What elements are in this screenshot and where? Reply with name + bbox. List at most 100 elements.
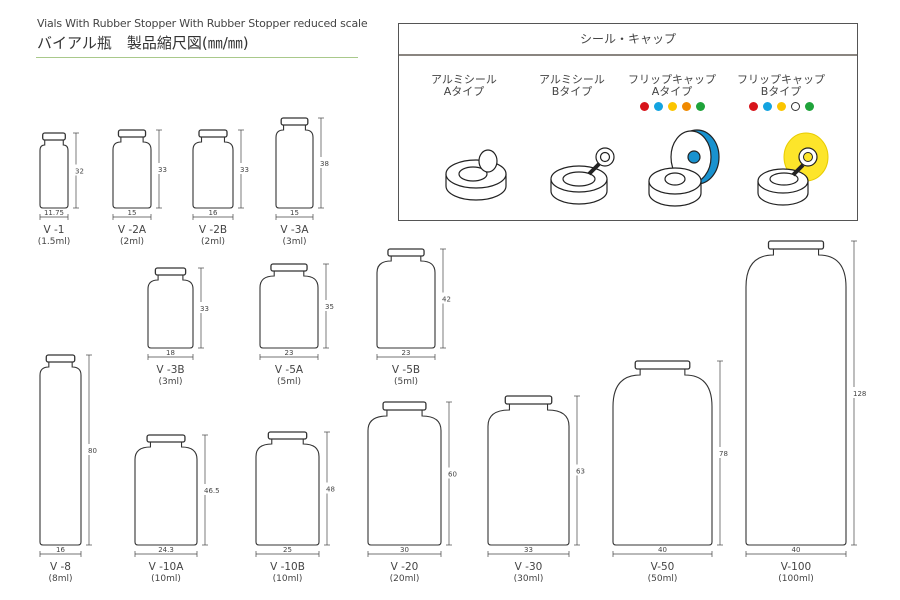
vial-name: V-100	[781, 561, 811, 573]
vial-cap	[387, 248, 425, 257]
vial-body	[192, 137, 234, 209]
vial-name: V -5A	[275, 364, 304, 376]
vial-volume: (8ml)	[48, 574, 72, 584]
vial-cap	[45, 354, 76, 363]
label-bg	[197, 302, 213, 313]
vial-cap	[767, 240, 825, 250]
aluminum-seal-b-icon	[550, 147, 615, 205]
vial-volume: (10ml)	[151, 574, 181, 584]
cap-label-line2: Bタイプ	[551, 85, 593, 98]
vial-volume: (1.5ml)	[38, 237, 71, 247]
width-label: 16	[209, 209, 218, 217]
vial-body	[487, 404, 570, 546]
flip-cap-b-icon	[757, 132, 829, 206]
vial-body	[745, 249, 847, 546]
color-swatch	[776, 102, 786, 111]
vial-volume: (3ml)	[282, 237, 306, 247]
vial-body	[112, 137, 152, 209]
cap-label-line2: Aタイプ	[443, 85, 485, 98]
width-label: 18	[166, 349, 175, 357]
vial-volume: (50ml)	[648, 574, 678, 584]
title-divider	[36, 57, 358, 58]
label-bg	[85, 444, 101, 455]
vial-body	[39, 140, 69, 209]
vial-body	[39, 362, 82, 546]
label-bg	[237, 163, 253, 174]
vial-cap	[634, 360, 691, 370]
vial-volume: (100ml)	[778, 574, 813, 584]
vial-name: V -30	[515, 561, 543, 573]
height-label: 33	[200, 305, 209, 313]
vial-cap	[504, 395, 553, 405]
cap-label-line2: Bタイプ	[760, 85, 802, 98]
cap-label-line1: フリップキャップ	[628, 73, 716, 86]
height-label: 128	[853, 390, 866, 398]
vial-volume: (30ml)	[514, 574, 544, 584]
vial-volume: (2ml)	[120, 237, 144, 247]
vial-volume: (2ml)	[201, 237, 225, 247]
height-label: 46.5	[204, 487, 220, 495]
width-label: 11.75	[44, 209, 64, 217]
vial-body	[134, 442, 198, 546]
vial-name: V -2A	[118, 224, 147, 236]
height-label: 48	[326, 486, 335, 494]
width-label: 15	[128, 209, 137, 217]
vial-name: V -3A	[280, 224, 309, 236]
color-swatch	[748, 102, 758, 111]
width-label: 23	[402, 349, 411, 357]
width-label: 30	[400, 546, 409, 554]
cap-label-line1: アルミシール	[431, 73, 497, 86]
vial-body	[612, 369, 713, 546]
cap-label-line1: フリップキャップ	[737, 73, 825, 86]
width-label: 15	[290, 209, 299, 217]
height-label: 80	[88, 447, 97, 455]
vial-name: V -2B	[199, 224, 227, 236]
label-bg	[322, 300, 338, 311]
color-swatch	[790, 102, 800, 111]
width-label: 25	[283, 546, 292, 554]
label-bg	[323, 482, 339, 494]
vial-cap	[267, 431, 308, 440]
height-label: 38	[320, 160, 329, 168]
vial-volume: (20ml)	[390, 574, 420, 584]
vial-cap	[270, 263, 308, 272]
height-label: 78	[719, 450, 728, 458]
vial-name: V -8	[50, 561, 71, 573]
cap-label-line1: アルミシール	[539, 73, 605, 86]
label-bg	[155, 163, 171, 174]
height-label: 32	[75, 168, 84, 176]
height-label: 33	[158, 166, 167, 174]
vial-cap	[198, 129, 228, 138]
label-bg	[439, 292, 455, 304]
width-label: 33	[524, 546, 533, 554]
vial-volume: (3ml)	[158, 377, 182, 387]
color-swatch	[667, 102, 677, 111]
width-label: 40	[792, 546, 801, 554]
vial-body	[376, 256, 436, 349]
height-label: 63	[576, 468, 585, 476]
width-label: 23	[285, 349, 294, 357]
width-label: 40	[658, 546, 667, 554]
vial-name: V -10A	[149, 561, 185, 573]
vial-cap	[117, 129, 147, 138]
vial-body	[255, 439, 320, 546]
height-label: 60	[448, 471, 457, 479]
vial-volume: (5ml)	[277, 377, 301, 387]
vial-cap	[154, 267, 187, 276]
color-swatch	[762, 102, 772, 111]
color-swatch	[804, 102, 814, 111]
label-bg	[201, 484, 225, 495]
cap-label-line2: Aタイプ	[651, 85, 693, 98]
vial-body	[275, 125, 314, 209]
vial-cap	[382, 401, 427, 411]
label-bg	[850, 387, 870, 398]
aluminum-seal-a-icon	[445, 149, 507, 201]
seal-cap-title: シール・キャップ	[399, 24, 857, 56]
vial-name: V -20	[391, 561, 419, 573]
vial-name: V -3B	[156, 364, 184, 376]
vial-name: V -10B	[270, 561, 305, 573]
vial-cap	[280, 117, 309, 126]
